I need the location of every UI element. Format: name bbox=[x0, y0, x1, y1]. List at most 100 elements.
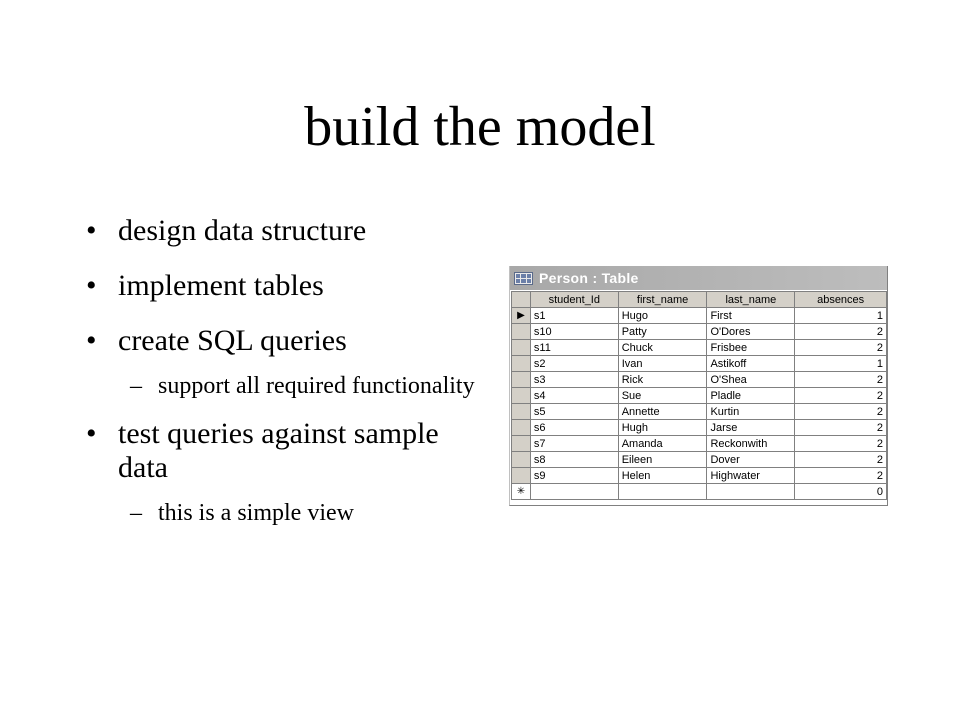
cell-first-name[interactable]: Rick bbox=[617, 371, 708, 388]
new-cell-last-name[interactable] bbox=[706, 483, 796, 500]
new-record-row[interactable]: ✳0 bbox=[511, 483, 887, 500]
column-header-last-name[interactable]: last_name bbox=[706, 291, 796, 308]
cell-student-id[interactable]: s8 bbox=[529, 451, 619, 468]
cell-last-name[interactable]: Frisbee bbox=[706, 339, 796, 356]
cell-absences[interactable]: 1 bbox=[794, 307, 887, 324]
cell-last-name[interactable]: Jarse bbox=[706, 419, 796, 436]
cell-last-name[interactable]: Dover bbox=[706, 451, 796, 468]
bullet-item: •implement tables bbox=[86, 269, 324, 302]
current-record-icon: ▶ bbox=[517, 310, 525, 321]
row-selector[interactable] bbox=[511, 387, 531, 404]
cell-last-name[interactable]: First bbox=[706, 307, 796, 324]
cell-absences[interactable]: 2 bbox=[794, 387, 887, 404]
row-selector[interactable] bbox=[511, 371, 531, 388]
cell-absences[interactable]: 1 bbox=[794, 355, 887, 372]
cell-student-id[interactable]: s2 bbox=[529, 355, 619, 372]
cell-first-name[interactable]: Patty bbox=[617, 323, 708, 340]
cell-student-id[interactable]: s10 bbox=[529, 323, 619, 340]
window-titlebar[interactable]: Person : Table bbox=[510, 266, 887, 290]
cell-last-name[interactable]: O'Shea bbox=[706, 371, 796, 388]
slide-title: build the model bbox=[304, 96, 656, 158]
cell-absences[interactable]: 2 bbox=[794, 419, 887, 436]
sub-bullet-text: this is a simple view bbox=[158, 500, 354, 526]
cell-student-id[interactable]: s3 bbox=[529, 371, 619, 388]
cell-first-name[interactable]: Eileen bbox=[617, 451, 708, 468]
new-cell-student-id[interactable] bbox=[529, 483, 619, 500]
cell-first-name[interactable]: Hugo bbox=[617, 307, 708, 324]
cell-absences[interactable]: 2 bbox=[794, 435, 887, 452]
cell-student-id[interactable]: s7 bbox=[529, 435, 619, 452]
row-selector[interactable] bbox=[511, 467, 531, 484]
row-selector[interactable] bbox=[511, 451, 531, 468]
cell-student-id[interactable]: s6 bbox=[529, 419, 619, 436]
cell-absences[interactable]: 2 bbox=[794, 451, 887, 468]
row-selector[interactable] bbox=[511, 323, 531, 340]
cell-last-name[interactable]: Reckonwith bbox=[706, 435, 796, 452]
table-window: Person : Table student_Id first_name las… bbox=[509, 266, 888, 506]
cell-last-name[interactable]: O'Dores bbox=[706, 323, 796, 340]
bullet-text: create SQL queries bbox=[118, 324, 347, 357]
new-cell-absences[interactable]: 0 bbox=[794, 483, 887, 500]
sub-bullet-text: support all required functionality bbox=[158, 373, 475, 399]
bullet-text: implement tables bbox=[118, 269, 324, 302]
cell-absences[interactable]: 2 bbox=[794, 339, 887, 356]
row-selector[interactable] bbox=[511, 435, 531, 452]
cell-first-name[interactable]: Chuck bbox=[617, 339, 708, 356]
cell-absences[interactable]: 2 bbox=[794, 371, 887, 388]
row-selector[interactable] bbox=[511, 355, 531, 372]
cell-first-name[interactable]: Sue bbox=[617, 387, 708, 404]
cell-student-id[interactable]: s11 bbox=[529, 339, 619, 356]
column-header-absences[interactable]: absences bbox=[794, 291, 887, 308]
row-selector[interactable]: ▶ bbox=[511, 307, 531, 324]
cell-last-name[interactable]: Kurtin bbox=[706, 403, 796, 420]
cell-first-name[interactable]: Helen bbox=[617, 467, 708, 484]
bullet-item: •create SQL queries bbox=[86, 324, 347, 357]
sub-bullet-item: –support all required functionality bbox=[130, 373, 475, 399]
new-record-icon: ✳ bbox=[516, 486, 526, 497]
cell-student-id[interactable]: s5 bbox=[529, 403, 619, 420]
row-selector[interactable]: ✳ bbox=[511, 483, 531, 500]
bullet-item: •design data structure bbox=[86, 214, 367, 247]
cell-student-id[interactable]: s9 bbox=[529, 467, 619, 484]
new-cell-first-name[interactable] bbox=[617, 483, 708, 500]
sub-bullet-item: –this is a simple view bbox=[130, 500, 354, 526]
table-icon bbox=[514, 271, 533, 285]
cell-student-id[interactable]: s1 bbox=[529, 307, 619, 324]
cell-absences[interactable]: 2 bbox=[794, 403, 887, 420]
cell-last-name[interactable]: Astikoff bbox=[706, 355, 796, 372]
column-header-student-id[interactable]: student_Id bbox=[529, 291, 619, 308]
column-header-first-name[interactable]: first_name bbox=[617, 291, 708, 308]
cell-last-name[interactable]: Highwater bbox=[706, 467, 796, 484]
datasheet-grid: student_Id first_name last_name absences… bbox=[511, 291, 887, 500]
cell-student-id[interactable]: s4 bbox=[529, 387, 619, 404]
row-selector[interactable] bbox=[511, 403, 531, 420]
cell-last-name[interactable]: Pladle bbox=[706, 387, 796, 404]
cell-first-name[interactable]: Hugh bbox=[617, 419, 708, 436]
bullet-list: •design data structure •implement tables… bbox=[86, 214, 486, 544]
bullet-item: •test queries against sample data bbox=[86, 417, 439, 484]
cell-absences[interactable]: 2 bbox=[794, 323, 887, 340]
cell-first-name[interactable]: Ivan bbox=[617, 355, 708, 372]
cell-first-name[interactable]: Annette bbox=[617, 403, 708, 420]
cell-first-name[interactable]: Amanda bbox=[617, 435, 708, 452]
bullet-text: test queries against sample data bbox=[118, 417, 439, 484]
cell-absences[interactable]: 2 bbox=[794, 467, 887, 484]
row-selector[interactable] bbox=[511, 339, 531, 356]
bullet-text: design data structure bbox=[118, 214, 367, 247]
select-all-corner[interactable] bbox=[511, 291, 531, 308]
window-title: Person : Table bbox=[539, 270, 639, 286]
header-row: student_Id first_name last_name absences bbox=[511, 291, 887, 308]
row-selector[interactable] bbox=[511, 419, 531, 436]
